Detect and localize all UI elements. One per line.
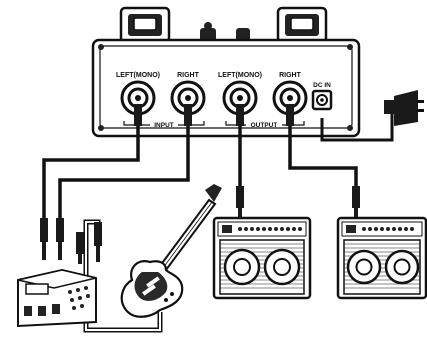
dc-in-label: DC IN: [313, 82, 331, 89]
cable-lines: [42, 116, 358, 222]
output-right-label: RIGHT: [279, 72, 302, 79]
amplifier-icon: [336, 216, 427, 300]
amplifier-icon: [212, 216, 312, 300]
output-left-label: LEFT(MONO): [218, 72, 262, 79]
output-group-label: OUTPUT: [251, 122, 278, 129]
input-right-label: RIGHT: [177, 72, 200, 79]
input-group-label: INPUT: [154, 122, 174, 129]
input-left-label: LEFT(MONO): [116, 72, 160, 79]
electric-guitar-icon: [120, 184, 222, 318]
multi-effects-pedal-icon: [17, 268, 97, 328]
power-adapter-icon: [320, 90, 424, 142]
